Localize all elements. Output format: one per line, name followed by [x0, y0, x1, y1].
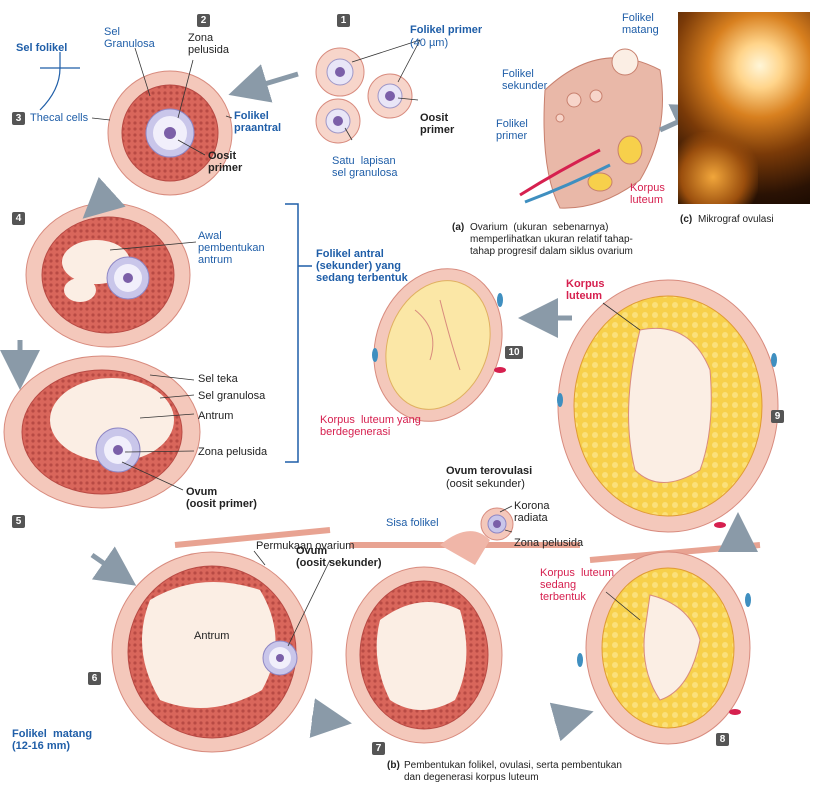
label-korpus-luteum-degen: Korpus luteum yang berdegenerasi — [320, 414, 421, 438]
caption-c-text: Mikrograf ovulasi — [698, 214, 774, 226]
label-folikel-sekunder-ov: Folikel sekunder — [502, 68, 547, 92]
follicle-cell-bracket — [40, 52, 80, 110]
label-folikel-antral: Folikel antral (sekunder) yang sedang te… — [316, 248, 408, 284]
label-oosit-primer-2: Oosit primer — [208, 150, 242, 174]
label-sisa-folikel: Sisa folikel — [386, 517, 439, 529]
stage-number-3: 3 — [12, 112, 25, 125]
stage-number-6: 6 — [88, 672, 101, 685]
label-korpus-luteum-sedang: Korpus luteum sedang terbentuk — [540, 567, 614, 603]
label-folikel-matang-ov: Folikel matang — [622, 12, 659, 36]
ovulation-micrograph — [678, 12, 810, 204]
label-zona-pelusida-5: Zona pelusida — [198, 446, 267, 458]
label-antrum-6: Antrum — [194, 630, 229, 642]
stage-number-8: 8 — [716, 733, 729, 746]
caption-a-letter: (a) — [452, 222, 464, 234]
label-sel-folikel: Sel folikel — [16, 42, 67, 54]
label-oosit-sekunder: (oosit sekunder) — [446, 478, 525, 490]
label-awal-antrum: Awal pembentukan antrum — [198, 230, 265, 266]
label-ovum-primer: Ovum (oosit primer) — [186, 486, 257, 510]
label-sel-granulosa-top: Sel Granulosa — [104, 26, 155, 50]
label-korona-radiata: Korona radiata — [514, 500, 549, 524]
antral-bracket — [285, 204, 312, 462]
label-korpus-luteum-9: Korpus luteum — [566, 278, 605, 302]
stage-number-5: 5 — [12, 515, 25, 528]
label-folikel-primer-size: (40 µm) — [410, 37, 448, 49]
stage-9-corpus-luteum — [557, 280, 778, 532]
label-thecal-cells: Thecal cells — [30, 112, 88, 124]
label-ovum-terovulasi: Ovum terovulasi — [446, 465, 532, 477]
stage-number-10: 10 — [505, 346, 523, 359]
stage-number-4: 4 — [12, 212, 25, 225]
label-folikel-primer: Folikel primer — [410, 24, 482, 36]
stage-number-9: 9 — [771, 410, 784, 423]
label-folikel-primer-ov: Folikel primer — [496, 118, 528, 142]
label-sel-granulosa: Sel granulosa — [198, 390, 265, 402]
label-korpus-luteum-ov: Korpus luteum — [630, 182, 665, 206]
label-folikel-matang-6: Folikel matang (12-16 mm) — [12, 728, 92, 752]
stage-4-early-antrum-follicle — [26, 203, 190, 347]
label-ovum-sekunder: Ovum (oosit sekunder) — [296, 545, 382, 569]
label-zona-pelusida-top: Zona pelusida — [188, 32, 229, 56]
label-antrum-5: Antrum — [198, 410, 233, 422]
label-zona-pelusida-ov: Zona pelusida — [514, 537, 583, 549]
label-sel-teka: Sel teka — [198, 373, 238, 385]
stage-number-2: 2 — [197, 14, 210, 27]
stage-2-preantral-follicle — [108, 71, 232, 195]
ovulated-oocyte — [481, 508, 513, 540]
stage-5-antral-follicle — [4, 356, 200, 508]
label-folikel-praantral: Folikel praantral — [234, 110, 281, 134]
stage-number-7: 7 — [372, 742, 385, 755]
stage-1-primary-follicles — [316, 48, 412, 143]
label-satu-lapisan: Satu lapisan sel granulosa — [332, 155, 397, 179]
caption-c-letter: (c) — [680, 214, 692, 226]
stage-number-1: 1 — [337, 14, 350, 27]
label-oosit-primer-1: Oosit primer — [420, 112, 454, 136]
caption-b-letter: (b) — [387, 760, 400, 772]
caption-b-text: Pembentukan folikel, ovulasi, serta pemb… — [404, 760, 622, 784]
caption-a-text: Ovarium (ukuran sebenarnya) memperlihatk… — [470, 222, 633, 258]
